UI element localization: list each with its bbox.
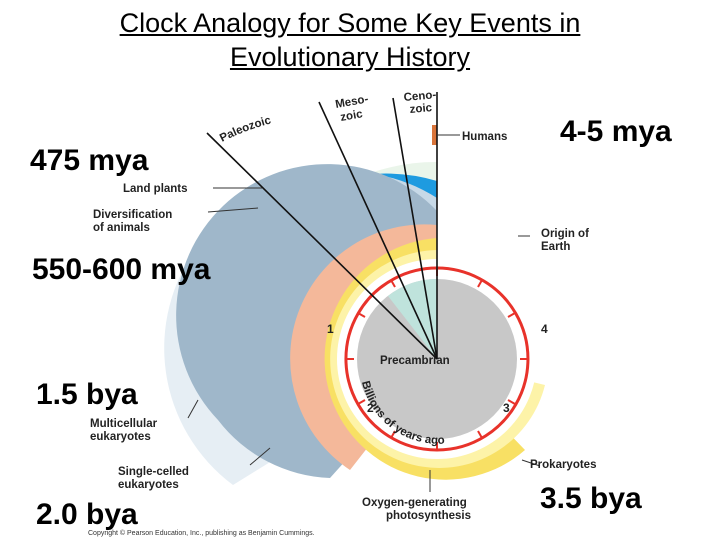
origin-label-2: Earth	[541, 241, 570, 253]
pointer-lines	[187, 134, 541, 492]
copyright-text: Copyright © Pearson Education, Inc., pub…	[88, 529, 315, 537]
animals-label-1: Diversification	[93, 209, 172, 221]
clock-ticks	[346, 268, 528, 450]
multicellular-label-2: eukaryotes	[90, 431, 151, 443]
clock-number-4: 4	[541, 322, 548, 336]
callout-4-5-mya: 4-5 mya	[560, 115, 672, 148]
oxygen-label-2: photosynthesis	[386, 510, 471, 522]
humans-label: Humans	[462, 131, 507, 143]
title-line-2: Evolutionary History	[229, 42, 471, 72]
mesozoic-label-2: zoic	[339, 108, 364, 124]
paleozoic-label: Paleozoic	[218, 114, 273, 144]
clock-number-2: 2	[367, 401, 374, 415]
humans-marker	[432, 125, 437, 145]
callout-3-5-bya: 3.5 bya	[540, 482, 642, 515]
callout-475-mya: 475 mya	[30, 144, 149, 177]
oxygen-label-1: Oxygen-generating	[362, 497, 467, 509]
single-celled-label-2: eukaryotes	[118, 479, 179, 491]
slide-title: Clock Analogy for Some Key Events in Evo…	[0, 6, 700, 74]
land-plants-label: Land plants	[123, 183, 188, 195]
clock-number-3: 3	[503, 401, 510, 415]
callout-550-600-mya: 550-600 mya	[32, 253, 211, 286]
precambrian-label: Precambrian	[380, 355, 450, 367]
origin-label-1: Origin of	[541, 228, 589, 240]
mesozoic-label-1: Meso-	[334, 93, 369, 111]
clock-hands	[206, 92, 438, 360]
title-line-1: Clock Analogy for Some Key Events in	[119, 8, 581, 38]
green-wedge	[388, 279, 437, 359]
clock-number-1: 1	[327, 322, 334, 336]
callout-2-0-bya: 2.0 bya	[36, 498, 138, 531]
animals-label-2: of animals	[93, 222, 150, 234]
multicellular-label-1: Multicellular	[90, 418, 158, 430]
prokaryotes-label: Prokaryotes	[530, 459, 596, 471]
cenozoic-label-1: Ceno-	[403, 89, 437, 104]
callout-1-5-bya: 1.5 bya	[36, 378, 138, 411]
cenozoic-label-2: zoic	[409, 102, 433, 116]
single-celled-label-1: Single-celled	[118, 466, 189, 478]
